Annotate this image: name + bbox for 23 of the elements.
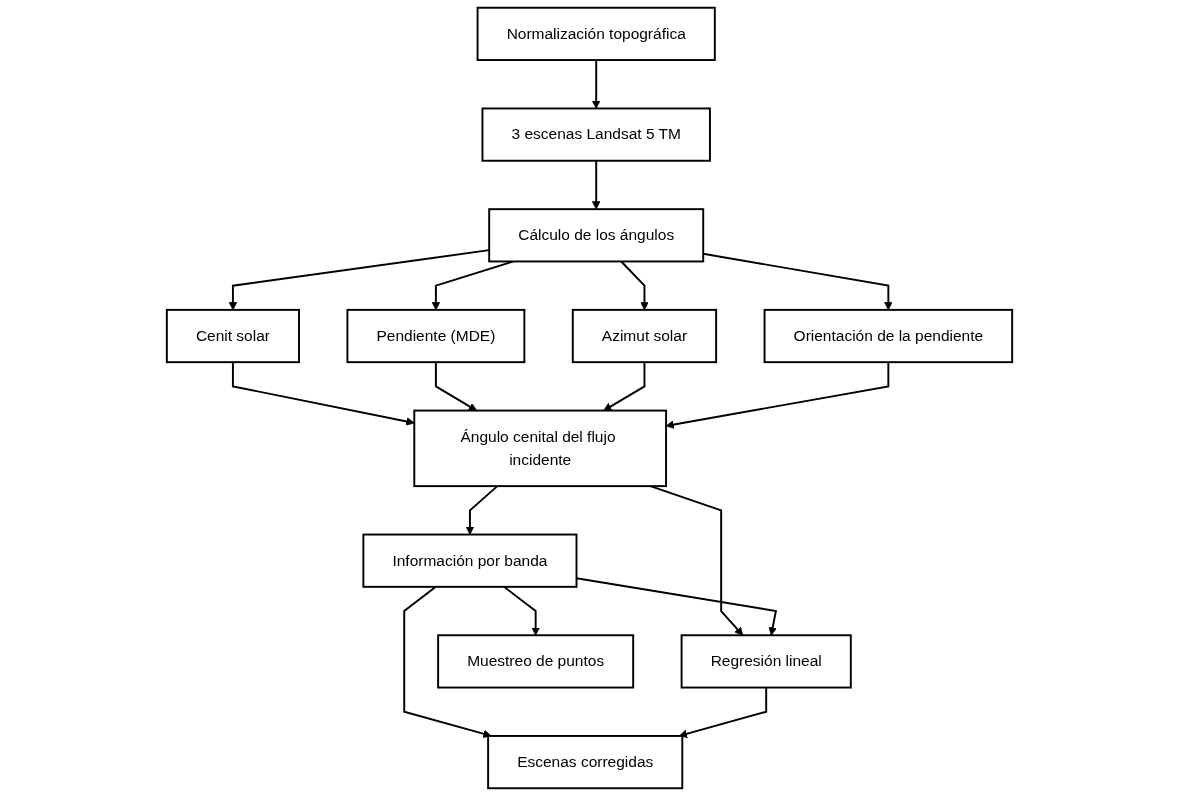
arrow (465, 485, 499, 535)
arrow (503, 585, 540, 636)
arrow (603, 361, 646, 411)
node-box: Pendiente (MDE) (346, 308, 526, 364)
arrow (403, 585, 492, 738)
node-box: Normalización topográfica (476, 6, 716, 61)
arrow (591, 59, 601, 109)
arrow (431, 260, 514, 311)
arrow (434, 361, 477, 411)
arrow (678, 686, 768, 738)
arrow (620, 260, 649, 311)
arrow (231, 361, 415, 426)
node-box: Regresión lineal (680, 634, 852, 689)
node-box: Cálculo de los ángulos (488, 208, 705, 263)
node-box: Orientación de la pendiente (763, 308, 1014, 364)
node-box: Azimut solar (571, 308, 718, 364)
node-box: Escenas corregidas (487, 735, 684, 790)
node-box: Muestreo de puntos (437, 634, 635, 689)
node-box: Información por banda (362, 533, 578, 588)
node-box: Ángulo cenital del flujo incidente (413, 409, 668, 488)
node-box: Cenit solar (165, 308, 300, 364)
arrow (591, 159, 601, 210)
node-box: 3 escenas Landsat 5 TM (481, 107, 711, 162)
